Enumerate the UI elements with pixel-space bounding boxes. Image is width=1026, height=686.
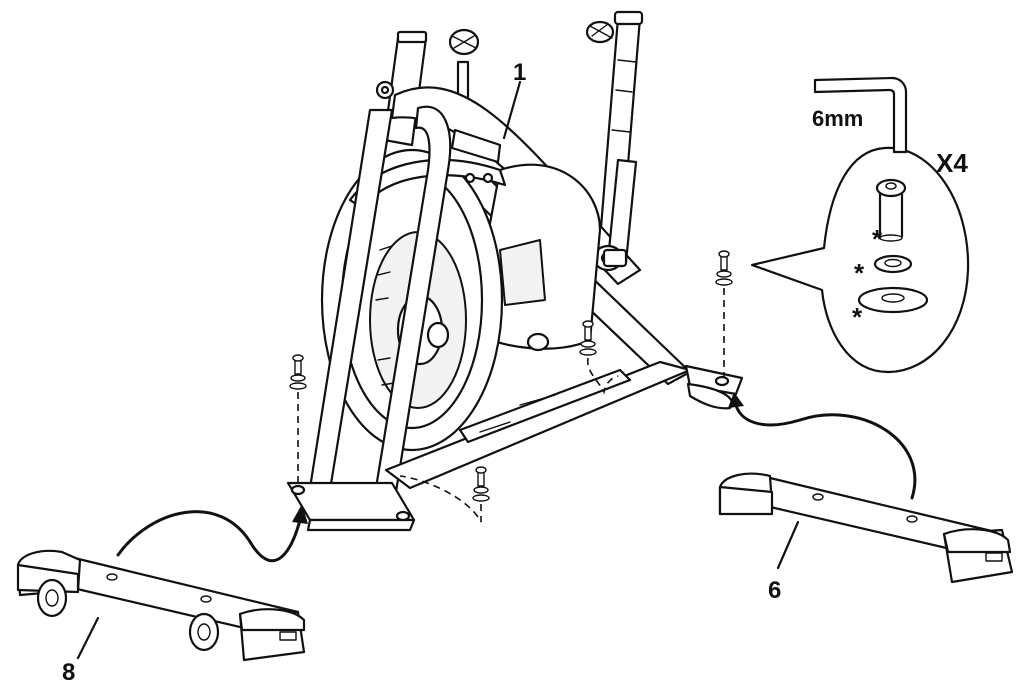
bolt-rear-right xyxy=(715,250,733,378)
allen-key-icon xyxy=(813,76,951,154)
bolt-front-left xyxy=(289,354,307,482)
fender xyxy=(348,158,507,210)
callout-flat-washer xyxy=(857,286,929,314)
front-fork xyxy=(373,105,452,500)
asterisk-bolt: * xyxy=(872,224,883,254)
label-part-1: 1 xyxy=(513,59,526,86)
callout-spring-washer xyxy=(873,254,913,274)
bike-frame xyxy=(286,10,744,532)
label-wrench-size: 6mm xyxy=(812,106,863,131)
leader-line-part-1 xyxy=(502,80,522,140)
bolt-middle xyxy=(579,320,619,395)
hardware-callout: * * * xyxy=(750,146,970,374)
front-stabilizer: 8 xyxy=(16,549,306,686)
asterisk-flat-washer: * xyxy=(852,302,863,332)
hardware-bolts xyxy=(289,250,733,523)
callout-bolt xyxy=(875,178,907,242)
callout-bubble xyxy=(750,146,970,374)
front-base-plate xyxy=(286,481,416,522)
rear-stabilizer: 6 xyxy=(718,472,1014,604)
bolt-front-right xyxy=(399,466,490,523)
asterisk-spring-washer: * xyxy=(854,258,865,288)
assembly-arrows xyxy=(116,392,917,563)
label-part-6: 6 xyxy=(768,577,781,604)
arrow-front xyxy=(116,510,302,563)
arrow-rear xyxy=(734,403,917,500)
label-quantity: X4 xyxy=(936,148,968,178)
label-part-8: 8 xyxy=(62,659,75,681)
